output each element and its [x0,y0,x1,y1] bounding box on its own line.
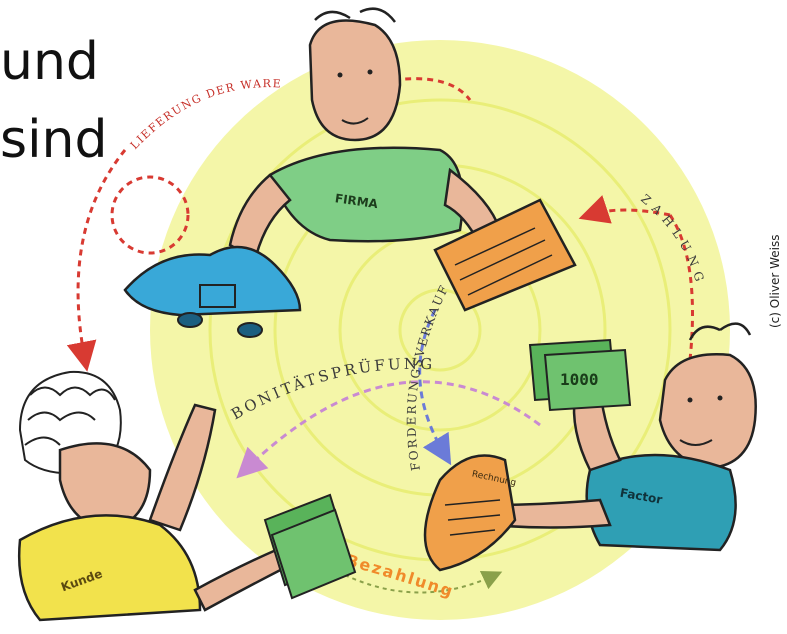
credit-text: (c) Oliver Weiss [752,188,772,338]
svg-text:1000: 1000 [560,370,599,389]
delivery-arrow [78,150,125,360]
banknote-1000-icon: 1000 [530,340,630,410]
